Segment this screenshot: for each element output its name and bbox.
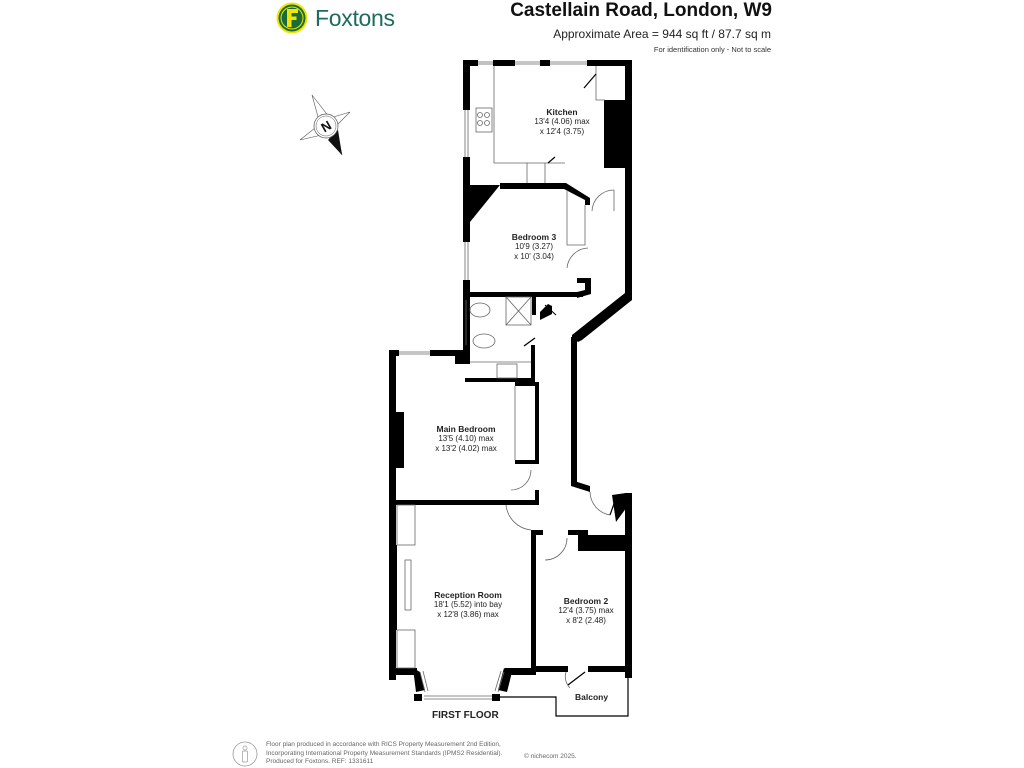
room-dimension: x 8'2 (2.48) — [566, 616, 606, 625]
room-kitchen: Kitchen 13'4 (4.06) max x 12'4 (3.75) — [512, 107, 612, 137]
floor-label: FIRST FLOOR — [432, 710, 499, 721]
footer-line: Produced for Foxtons. REF: 1331611 — [266, 758, 374, 765]
brand-name: Foxtons — [315, 4, 395, 31]
room-dimension: 13'5 (4.10) max — [438, 434, 494, 443]
identification-note: For identification only - Not to scale — [653, 45, 771, 54]
room-dimension: x 12'4 (3.75) — [539, 127, 585, 136]
approximate-area: Approximate Area = 944 sq ft / 87.7 sq m — [553, 27, 771, 41]
footer-line: Floor plan produced in accordance with R… — [266, 741, 501, 748]
room-bedroom-3: Bedroom 3 10'9 (3.27) x 10' (3.04) — [494, 232, 574, 262]
footer-disclaimer: Floor plan produced in accordance with R… — [266, 741, 502, 767]
property-title: Castellain Road, London, W9 — [510, 0, 772, 21]
room-main-bedroom: Main Bedroom 13'5 (4.10) max x 13'2 (4.0… — [416, 424, 516, 454]
footer: Floor plan produced in accordance with R… — [232, 741, 502, 767]
room-dimension: x 12'8 (3.86) max — [437, 610, 499, 619]
room-dimension: 18'1 (5.52) into bay — [433, 600, 503, 609]
room-name: Bedroom 3 — [511, 232, 557, 242]
room-name: Kitchen — [546, 107, 578, 117]
copyright: © nichecom 2025. — [524, 753, 577, 760]
room-name: Main Bedroom — [436, 424, 496, 434]
foxtons-badge-icon — [276, 2, 308, 34]
room-name: Reception Room — [434, 590, 502, 600]
balcony-label: Balcony — [575, 692, 609, 702]
foxtons-logo: Foxtons — [276, 2, 395, 34]
room-dimension: 12'4 (3.75) max — [558, 606, 614, 615]
north-arrow-icon — [299, 94, 351, 156]
room-dimension: x 10' (3.04) — [514, 252, 554, 261]
room-name: Bedroom 2 — [563, 596, 609, 606]
room-reception: Reception Room 18'1 (5.52) into bay x 12… — [418, 590, 518, 620]
room-dimension: 13'4 (4.06) max — [534, 117, 590, 126]
room-dimension: x 13'2 (4.02) max — [435, 444, 497, 453]
footer-line: Incorporating International Property Mea… — [266, 749, 503, 757]
room-bedroom-2: Bedroom 2 12'4 (3.75) max x 8'2 (2.48) — [546, 596, 626, 626]
measurement-person-icon — [232, 741, 258, 767]
room-dimension: 10'9 (3.27) — [515, 242, 553, 251]
